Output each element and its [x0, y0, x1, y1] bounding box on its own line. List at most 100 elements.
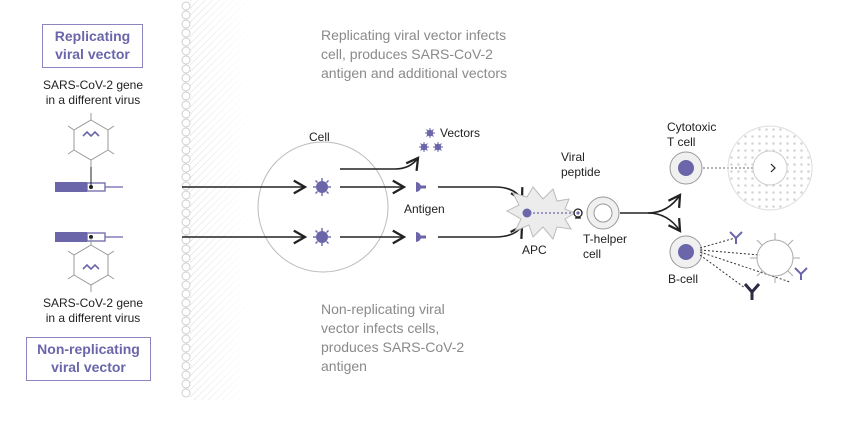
syringe-top-icon — [55, 165, 123, 192]
replicating-desc-line1: Replicating viral vector infects — [321, 27, 507, 43]
membrane-bead — [181, 208, 191, 218]
non-replicating-gene-line2: in a different virus — [45, 311, 141, 325]
replicating-gene-line2: in a different virus — [45, 93, 141, 107]
membrane-bead — [181, 244, 191, 254]
b-cell — [669, 235, 703, 269]
antigen-icon-top — [416, 182, 426, 192]
membrane-bead — [181, 253, 191, 263]
membrane-bead — [181, 325, 191, 335]
non-replicating-title-box: Non-replicating viral vector — [26, 337, 151, 381]
membrane-bead — [181, 280, 191, 290]
non-replicating-title-line2: viral vector — [51, 359, 126, 375]
antibody-lines — [699, 237, 791, 289]
viral-peptide-label: Viral peptide — [561, 150, 600, 180]
membrane-bead — [181, 334, 191, 344]
membrane-bead — [181, 145, 191, 155]
viral-vector-top-icon — [67, 113, 115, 167]
membrane-bead — [181, 82, 191, 92]
virus-particle-bottom — [313, 228, 331, 246]
membrane-bead — [181, 262, 191, 272]
membrane-bead — [181, 199, 191, 209]
arrow-top-apc — [438, 186, 524, 202]
membrane-bead — [181, 127, 191, 137]
cytotoxic-line2: T cell — [667, 135, 696, 149]
membrane-bead — [181, 181, 191, 191]
membrane-bead — [181, 217, 191, 227]
replicating-title-line2: viral vector — [55, 46, 130, 62]
viral-peptide-icon — [573, 208, 583, 219]
membrane-bead — [181, 226, 191, 236]
membrane-bead — [181, 73, 191, 83]
b-cell-label: B-cell — [668, 272, 699, 286]
membrane-bead — [181, 172, 191, 182]
membrane-bead — [181, 19, 191, 29]
membrane-bead — [181, 100, 191, 110]
non-replicating-title-line1: Non-replicating — [37, 341, 140, 357]
replicating-gene-label: SARS-CoV-2 gene in a different virus — [20, 78, 166, 108]
membrane-bead — [181, 352, 191, 362]
viral-peptide-line2: peptide — [561, 165, 601, 179]
membrane-bead — [181, 298, 191, 308]
arrow-to-cytotoxic — [620, 193, 682, 214]
replicating-gene-line1: SARS-CoV-2 gene — [42, 78, 144, 92]
membrane-bead — [181, 109, 191, 119]
t-helper-label: T-helper cell — [583, 232, 627, 262]
membrane-bead — [181, 343, 191, 353]
infected-cell — [727, 125, 813, 211]
replicating-desc-line2: cell, produces SARS-CoV-2 — [321, 46, 493, 62]
membrane-bead — [181, 235, 191, 245]
membrane-bead — [181, 118, 191, 128]
non-replicating-description: Non-replicating viral vector infects cel… — [321, 300, 521, 376]
vectors-label: Vectors — [440, 126, 481, 140]
vector-particles — [419, 128, 443, 152]
membrane-bead — [181, 1, 191, 11]
membrane-bead — [181, 271, 191, 281]
membrane-bead — [181, 28, 191, 38]
membrane-bead — [181, 361, 191, 371]
membrane-bead — [181, 316, 191, 326]
membrane-bead — [181, 10, 191, 20]
t-helper-cell — [586, 196, 620, 230]
antibody-icons — [729, 231, 808, 300]
membrane-bead — [181, 388, 191, 398]
cell-label: Cell — [309, 130, 330, 144]
replicating-desc-line3: antigen and additional vectors — [321, 65, 508, 81]
membrane-bead — [181, 154, 191, 164]
replicating-title-line1: Replicating — [54, 28, 131, 44]
arrow-to-bcell — [647, 212, 682, 233]
membrane-bead — [181, 136, 191, 146]
viral-vector-bottom-icon — [67, 238, 115, 292]
non-replicating-desc-line1: Non-replicating viral — [321, 301, 445, 317]
membrane-bead — [181, 190, 191, 200]
replicating-title-box: Replicating viral vector — [42, 24, 143, 68]
cytotoxic-label: Cytotoxic T cell — [667, 120, 716, 150]
membrane-bead — [181, 370, 191, 380]
arrow-bottom-apc — [438, 224, 524, 239]
membrane-bead — [181, 37, 191, 47]
antigen-label: Antigen — [404, 202, 445, 216]
virus-target — [750, 233, 800, 283]
apc-label: APC — [522, 243, 547, 257]
non-replicating-desc-line2: vector infects cells, — [321, 320, 440, 336]
non-replicating-desc-line4: antigen — [321, 358, 367, 374]
non-replicating-desc-line3: produces SARS-CoV-2 — [321, 339, 465, 355]
non-replicating-gene-label: SARS-CoV-2 gene in a different virus — [20, 296, 166, 326]
antigen-icon-bottom — [416, 232, 426, 242]
membrane-bead — [181, 307, 191, 317]
arrow-top-vectors — [340, 156, 420, 171]
t-helper-line2: cell — [583, 247, 602, 261]
membrane-bead — [181, 46, 191, 56]
host-cell — [257, 141, 389, 273]
t-helper-line1: T-helper — [583, 232, 628, 246]
membrane-bead — [181, 163, 191, 173]
membrane-bead — [181, 91, 191, 101]
membrane-bead — [181, 55, 191, 65]
membrane-bead — [181, 289, 191, 299]
cytotoxic-line1: Cytotoxic — [667, 120, 717, 134]
virus-particle-top — [313, 178, 331, 196]
membrane-bead — [181, 379, 191, 389]
non-replicating-gene-line1: SARS-CoV-2 gene — [42, 296, 144, 310]
replicating-description: Replicating viral vector infects cell, p… — [321, 26, 561, 83]
cytotoxic-t-cell — [669, 151, 703, 185]
